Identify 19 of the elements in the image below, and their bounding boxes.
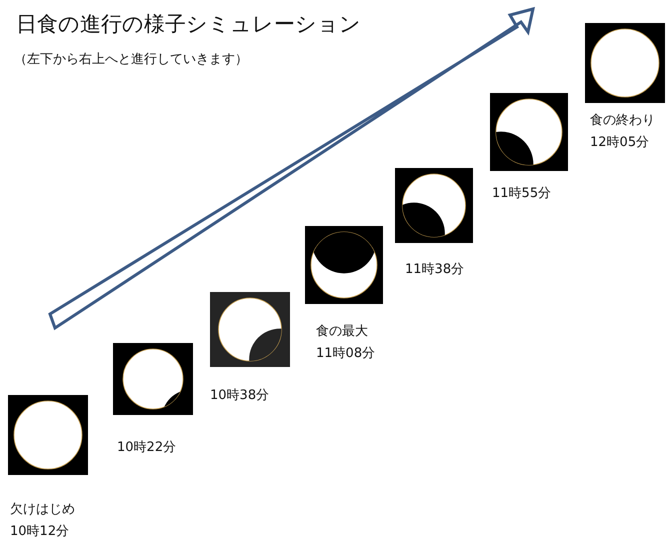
- time-caption: 10時12分: [10, 523, 70, 538]
- picture: [305, 226, 383, 304]
- picture: [113, 343, 193, 415]
- picture: [585, 23, 665, 103]
- time-caption: 食の終わり: [590, 112, 655, 129]
- time-caption: 欠けはじめ: [10, 501, 75, 518]
- time-caption: 11時55分: [492, 185, 552, 202]
- time-caption: 10時22分: [117, 439, 176, 456]
- picture: [490, 93, 568, 171]
- note-text: （左下から右上へと進行していきます）: [14, 51, 248, 68]
- time-caption: 11時08分: [316, 345, 376, 362]
- picture: [395, 168, 473, 243]
- picture: [210, 292, 290, 367]
- time-caption: 12時05分: [590, 134, 650, 151]
- time-caption: 食の最大: [316, 323, 368, 340]
- time-caption: 10時38分: [210, 387, 270, 404]
- time-caption: 11時38分: [405, 261, 464, 278]
- title: 日食の進行の様子シミュレーション: [16, 11, 361, 38]
- picture: [8, 395, 88, 475]
